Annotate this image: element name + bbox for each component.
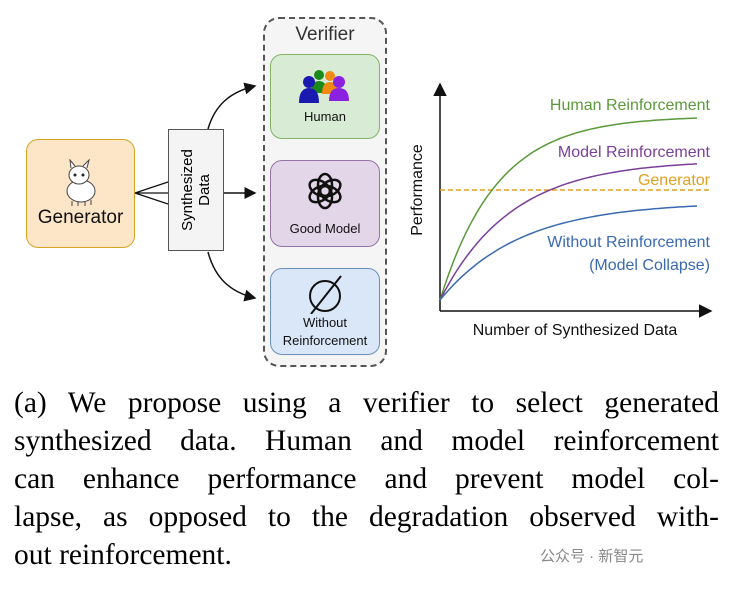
verifier-human: Human	[270, 54, 380, 139]
verifier-without: Without Reinforcement	[270, 268, 380, 355]
caption-line: lapse, as opposed to the degradation obs…	[14, 501, 719, 533]
caption-line: out reinforcement.	[14, 539, 232, 571]
good-model-label: Good Model	[289, 221, 361, 236]
legend-without: Without Reinforcement	[547, 234, 710, 251]
connector-arrows	[134, 82, 257, 302]
human-label: Human	[304, 109, 346, 124]
synth-label-1: Synthesized	[179, 149, 196, 231]
series-line-0	[439, 117, 698, 301]
legend-human: Human Reinforcement	[550, 97, 711, 114]
caption-line: synthesized data. Human and model reinfo…	[14, 425, 719, 457]
x-axis-label: Number of Synthesized Data	[473, 322, 678, 339]
synth-label-2: Data	[196, 174, 213, 206]
performance-chart: Performance Number of Synthesized Data H…	[409, 82, 713, 339]
watermark: 公众号 · 新智元	[540, 548, 644, 565]
caption-line: (a) We propose using a verifier to selec…	[14, 387, 719, 419]
without-label-2: Reinforcement	[282, 332, 368, 348]
llama-icon	[66, 158, 95, 206]
without-label-1: Without	[302, 314, 348, 330]
legend-model: Model Reinforcement	[558, 144, 711, 161]
generator-box: Generator	[26, 139, 135, 248]
people-icon	[299, 70, 349, 103]
verifier-good-model: Good Model	[270, 160, 380, 247]
verifier-title: Verifier	[295, 24, 355, 45]
series-line-2	[439, 205, 698, 301]
legend-generator: Generator	[638, 172, 711, 189]
empty-set-icon	[309, 274, 342, 314]
series-line-1	[439, 163, 698, 301]
y-axis-label: Performance	[409, 144, 426, 236]
caption-line: can enhance performance and prevent mode…	[14, 463, 719, 495]
legend-without-2: (Model Collapse)	[589, 257, 710, 274]
generator-label: Generator	[37, 206, 124, 228]
openai-logo-icon	[308, 172, 342, 210]
